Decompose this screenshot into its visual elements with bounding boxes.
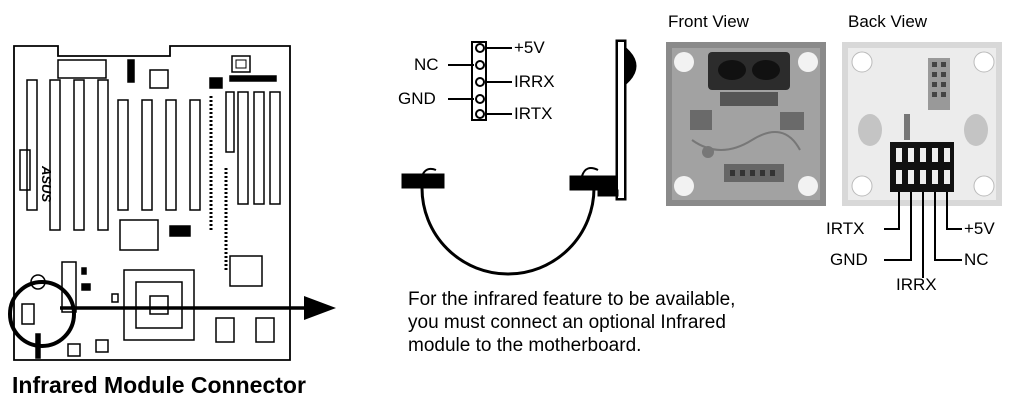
header-pin-label-gnd: GND — [398, 89, 436, 108]
back-pin-label-5v: +5V — [964, 219, 995, 238]
motherboard — [13, 45, 291, 361]
note-line-3: module to the motherboard. — [408, 335, 642, 356]
header-pin-label-nc: NC — [414, 55, 439, 74]
figure-title: Infrared Module Connector — [12, 372, 306, 398]
back-pin-label-gnd: GND — [830, 250, 868, 269]
front-view-photo — [666, 42, 826, 206]
header-pin-label-irtx: IRTX — [514, 104, 553, 123]
back-pin-label-nc: NC — [964, 250, 989, 269]
pointer-arrowhead — [304, 296, 336, 320]
back-pin-label-irtx: IRTX — [826, 219, 865, 238]
header-pin-label-irrx: IRRX — [514, 72, 555, 91]
back-view-heading: Back View — [848, 12, 928, 31]
back-pin-leader-lines — [884, 192, 962, 278]
asus-logo: ASUS — [39, 165, 54, 202]
note-line-1: For the infrared feature to be available… — [408, 289, 736, 310]
note-line-2: you must connect an optional Infrared — [408, 312, 726, 333]
back-pin-label-irrx: IRRX — [896, 275, 937, 294]
ir-module-side — [401, 39, 637, 276]
front-view-heading: Front View — [668, 12, 749, 31]
installation-note: For the infrared feature to be available… — [408, 288, 735, 357]
header-pinout — [448, 41, 512, 121]
header-pin-label-5v: +5V — [514, 38, 545, 57]
connector-highlight-circle — [8, 280, 76, 348]
back-view-photo — [842, 42, 1002, 206]
